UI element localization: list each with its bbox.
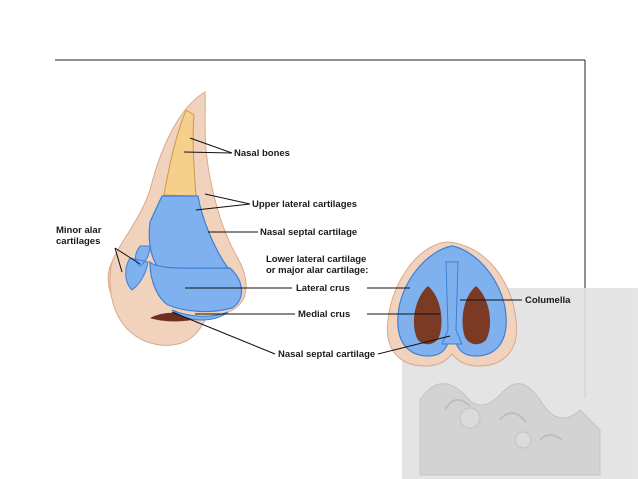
leader-lines [114,137,522,355]
columella-shape [441,261,463,345]
label-minor-alar-line1: Minor alar [56,225,102,236]
label-lower-lateral-line1: Lower lateral cartilage [266,254,366,265]
right-nostril [462,286,491,345]
label-medial-crus: Medial crus [298,309,350,320]
label-lower-lateral-line2: or major alar cartilage: [266,265,368,276]
label-nasal-septal-cartilage-upper: Nasal septal cartilage [260,227,357,238]
lateral-nose-view [107,91,247,346]
label-lateral-crus: Lateral crus [296,283,350,294]
minor-alar-cartilages-shape [125,245,151,291]
basal-nose-view [386,241,518,367]
left-nostril [413,286,442,345]
label-nasal-bones: Nasal bones [234,148,290,159]
labels: Nasal bones Upper lateral cartilages Nas… [56,148,571,360]
lower-lateral-cartilage-shape [149,260,243,313]
label-minor-alar-line2: cartilages [56,236,100,247]
label-columella: Columella [525,295,571,306]
label-nasal-septal-cartilage-lower: Nasal septal cartilage [278,349,375,360]
label-upper-lateral-cartilages: Upper lateral cartilages [252,199,357,210]
